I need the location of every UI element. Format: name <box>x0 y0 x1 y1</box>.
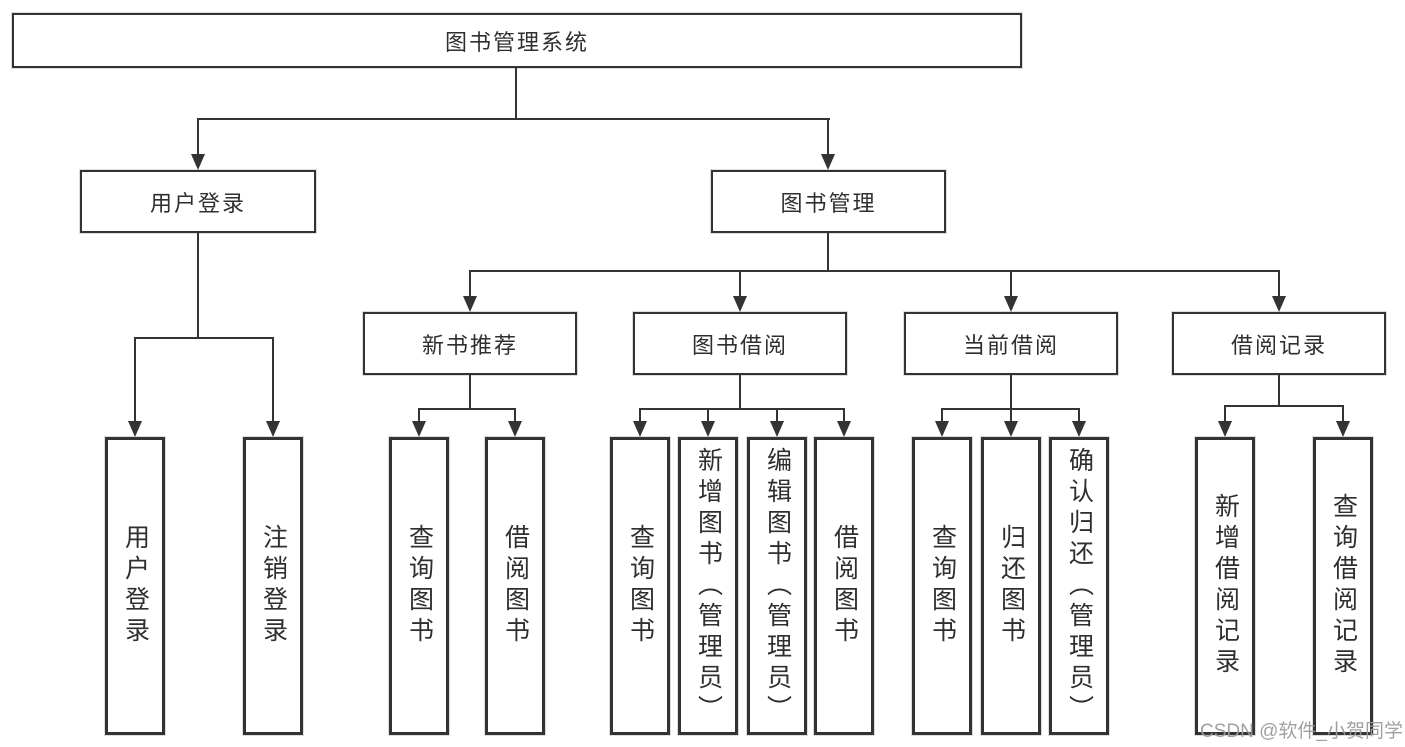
node-leaf-confirm-return-admin-label: 确认归还（管理员） <box>1065 446 1094 726</box>
node-book-management: 图书管理 <box>711 170 946 233</box>
node-leaf-query-book-borrow-label: 查询图书 <box>626 524 655 648</box>
node-leaf-user-login-label: 用户登录 <box>121 524 150 648</box>
arrow-down-icon <box>1336 421 1350 437</box>
node-book-management-label: 图书管理 <box>780 190 877 216</box>
node-borrow-records-label: 借阅记录 <box>1230 332 1327 358</box>
connector-leaf-stub <box>639 408 641 424</box>
node-new-book-recommend: 新书推荐 <box>363 312 577 375</box>
connector-borrow-records-stem <box>1278 375 1280 406</box>
node-leaf-borrow-book-recommend-label: 借阅图书 <box>501 524 530 648</box>
connector-book-borrow-hline <box>639 408 845 410</box>
arrow-down-icon <box>733 296 747 312</box>
arrow-down-icon <box>935 421 949 437</box>
node-user-login-label: 用户登录 <box>149 190 246 216</box>
arrow-down-icon <box>1218 421 1232 437</box>
node-leaf-query-book-current: 查询图书 <box>912 437 972 735</box>
arrow-down-icon <box>508 421 522 437</box>
node-leaf-add-book-admin-label: 新增图书（管理员） <box>694 446 723 726</box>
connector-book-mgmt-stem <box>827 233 829 272</box>
connector-leaf-stub <box>707 408 709 424</box>
connector-leaf-stub <box>776 408 778 424</box>
node-leaf-query-borrow-record-label: 查询借阅记录 <box>1329 493 1358 679</box>
connector-leaf-stub <box>514 408 516 424</box>
node-leaf-edit-book-admin: 编辑图书（管理员） <box>747 437 807 735</box>
connector-leaf-stub <box>1010 408 1012 424</box>
connector-leaf-stub <box>1078 408 1080 424</box>
arrow-down-icon <box>821 154 835 170</box>
arrow-down-icon <box>633 421 647 437</box>
connector-section-stub <box>469 270 471 300</box>
connector-root-stem <box>515 67 517 120</box>
node-book-borrow: 图书借阅 <box>633 312 847 375</box>
node-book-borrow-label: 图书借阅 <box>691 332 788 358</box>
connector-root-hline <box>197 118 830 120</box>
arrow-down-icon <box>1272 296 1286 312</box>
arrow-down-icon <box>191 154 205 170</box>
connector-current-borrow-stem <box>1010 375 1012 409</box>
connector-leaf-stub <box>941 408 943 424</box>
node-leaf-add-borrow-record: 新增借阅记录 <box>1195 437 1255 735</box>
node-leaf-query-borrow-record: 查询借阅记录 <box>1313 437 1373 735</box>
node-root-system-label: 图书管理系统 <box>444 29 589 55</box>
connector-new-book-hline <box>418 408 516 410</box>
node-current-borrow: 当前借阅 <box>904 312 1118 375</box>
connector-user-login-stub <box>197 118 199 158</box>
connector-section-stub <box>1278 270 1280 300</box>
arrow-down-icon <box>266 421 280 437</box>
arrow-down-icon <box>412 421 426 437</box>
arrow-down-icon <box>837 421 851 437</box>
node-leaf-query-book-borrow: 查询图书 <box>610 437 670 735</box>
arrow-down-icon <box>128 421 142 437</box>
node-leaf-add-borrow-record-label: 新增借阅记录 <box>1211 493 1240 679</box>
connector-leaf-stub <box>1342 405 1344 424</box>
connector-book-mgmt-stub <box>827 118 829 158</box>
connector-book-mgmt-hline <box>469 270 1280 272</box>
connector-user-login-stem <box>197 233 199 339</box>
connector-borrow-records-hline <box>1224 405 1344 407</box>
connector-user-login-hline <box>134 337 274 339</box>
node-leaf-query-book-recommend-label: 查询图书 <box>405 524 434 648</box>
node-leaf-add-book-admin: 新增图书（管理员） <box>678 437 738 735</box>
node-leaf-query-book-current-label: 查询图书 <box>928 524 957 648</box>
node-leaf-return-book-label: 归还图书 <box>997 524 1026 648</box>
arrow-down-icon <box>463 296 477 312</box>
connector-leaf-stub <box>134 337 136 424</box>
arrow-down-icon <box>701 421 715 437</box>
node-leaf-query-book-recommend: 查询图书 <box>389 437 449 735</box>
connector-leaf-stub <box>418 408 420 424</box>
node-leaf-borrow-book-recommend: 借阅图书 <box>485 437 545 735</box>
connector-leaf-stub <box>1224 405 1226 424</box>
arrow-down-icon <box>770 421 784 437</box>
node-leaf-logout-label: 注销登录 <box>259 524 288 648</box>
node-leaf-borrow-book-label: 借阅图书 <box>830 524 859 648</box>
connector-leaf-stub <box>843 408 845 424</box>
node-leaf-user-login: 用户登录 <box>105 437 165 735</box>
connector-book-borrow-stem <box>739 375 741 409</box>
node-leaf-borrow-book: 借阅图书 <box>814 437 874 735</box>
csdn-watermark: CSDN @软件_小贺同学 <box>1200 721 1403 742</box>
node-user-login: 用户登录 <box>80 170 316 233</box>
node-borrow-records: 借阅记录 <box>1172 312 1386 375</box>
node-root-system: 图书管理系统 <box>12 13 1022 68</box>
node-leaf-edit-book-admin-label: 编辑图书（管理员） <box>763 446 792 726</box>
connector-section-stub <box>1010 270 1012 300</box>
arrow-down-icon <box>1072 421 1086 437</box>
arrow-down-icon <box>1004 421 1018 437</box>
node-new-book-recommend-label: 新书推荐 <box>421 332 518 358</box>
node-leaf-return-book: 归还图书 <box>981 437 1041 735</box>
node-current-borrow-label: 当前借阅 <box>962 332 1059 358</box>
node-leaf-logout: 注销登录 <box>243 437 303 735</box>
arrow-down-icon <box>1004 296 1018 312</box>
connector-section-stub <box>739 270 741 300</box>
connector-new-book-stem <box>469 375 471 409</box>
connector-leaf-stub <box>272 337 274 424</box>
node-leaf-confirm-return-admin: 确认归还（管理员） <box>1049 437 1109 735</box>
